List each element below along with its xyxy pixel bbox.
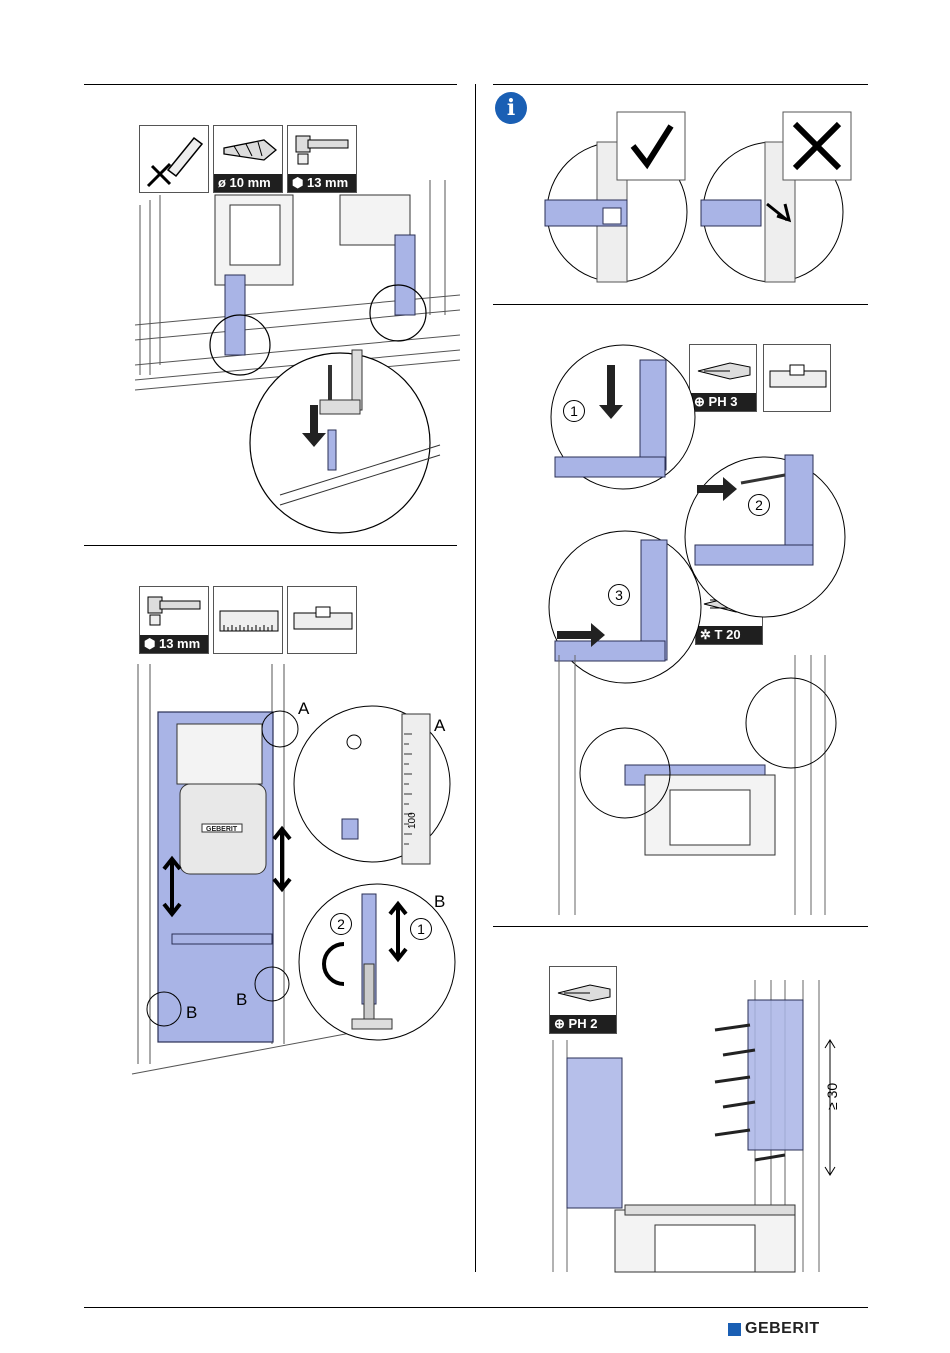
spirit-level-icon: [288, 587, 358, 655]
drill-bit-icon: [214, 126, 284, 176]
hex-nut-icon: ⬢: [144, 636, 155, 651]
divider-right-3: [493, 926, 868, 927]
wrench-size-label: 13 mm: [159, 636, 200, 651]
brand-name: GEBERIT: [745, 1320, 820, 1338]
brand-square-icon: [728, 1323, 741, 1336]
illustration-board-mounting: ≥ 30: [545, 980, 855, 1272]
callout-a-frame: A: [298, 699, 309, 719]
min-distance-label: ≥ 30: [824, 1083, 840, 1110]
illustration-floor-anchoring: [130, 175, 462, 527]
illustration-bracket-fixing: [545, 345, 855, 915]
step-3-badge: 3: [608, 584, 630, 606]
column-divider: [475, 84, 476, 1272]
step-2-badge: 2: [748, 494, 770, 516]
callout-a-detail: A: [434, 716, 445, 736]
divider-left-2: [84, 545, 457, 546]
callout-b-right: B: [236, 990, 247, 1010]
geberit-panel-logo: GEBERIT: [206, 826, 238, 833]
callout-b-left: B: [186, 1003, 197, 1023]
tool-ruler: [213, 586, 283, 654]
socket-wrench-icon: [288, 126, 358, 176]
illustration-frame-alignment: GEBERIT 100: [132, 664, 457, 1079]
step-1-badge: 1: [563, 400, 585, 422]
ruler-icon: [214, 587, 284, 655]
callout-b-detail: B: [434, 892, 445, 912]
info-icon: i: [495, 92, 527, 124]
scale-mark-label: 100: [407, 812, 418, 829]
divider-right-2: [493, 304, 868, 305]
divider-left-top: [84, 84, 457, 85]
rotate-step-2-badge: 2: [330, 913, 352, 935]
illustration-correct-incorrect: [545, 112, 855, 284]
tool-socket-wrench-2: ⬢ 13 mm: [139, 586, 209, 654]
divider-footer: [84, 1307, 868, 1308]
socket-wrench-icon: [140, 587, 210, 637]
tool-spirit-level: [287, 586, 357, 654]
geberit-logo: GEBERIT: [728, 1320, 820, 1338]
divider-right-top: [493, 84, 868, 85]
rotate-step-1-badge: 1: [410, 918, 432, 940]
